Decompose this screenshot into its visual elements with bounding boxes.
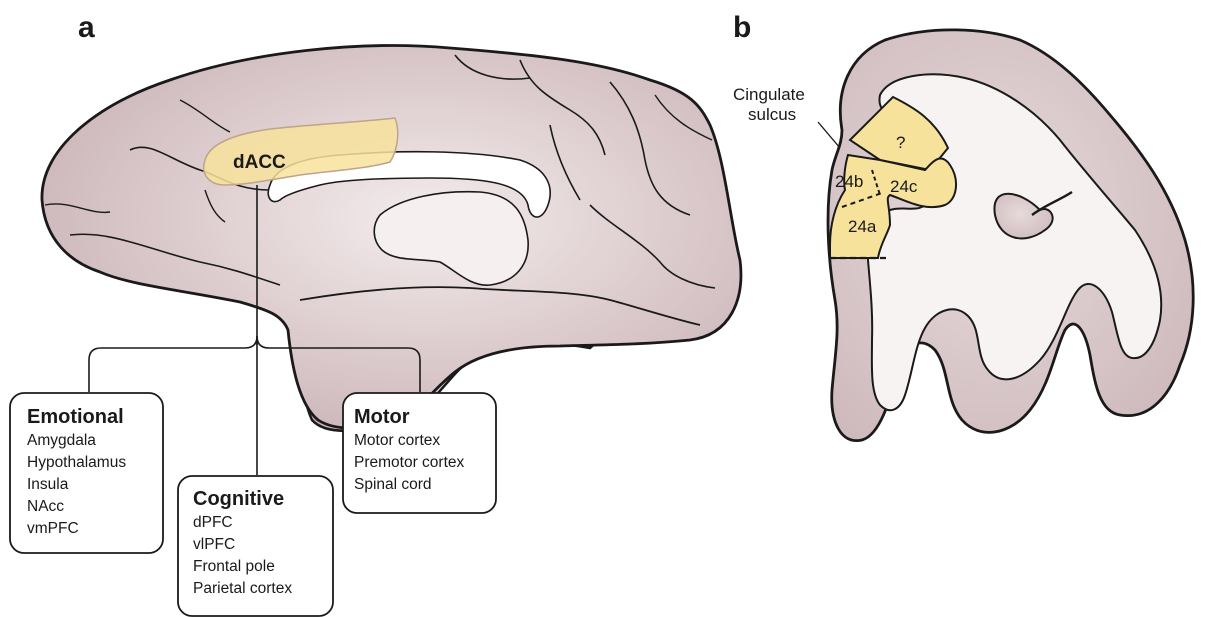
- motor-item: Motor cortex: [354, 432, 440, 449]
- area-label-unknown: ?: [896, 133, 905, 152]
- emotional-title: Emotional: [27, 406, 124, 428]
- cognitive-box: Cognitive dPFC vlPFC Frontal pole Pariet…: [178, 476, 333, 616]
- emotional-box: Emotional Amygdala Hypothalamus Insula N…: [10, 393, 163, 553]
- emotional-item: vmPFC: [27, 520, 79, 537]
- medial-brain-illustration: [42, 46, 741, 431]
- emotional-item: Hypothalamus: [27, 454, 126, 471]
- motor-title: Motor: [354, 406, 410, 428]
- panel-b-letter: b: [733, 11, 751, 44]
- area-label-24c: 24c: [890, 177, 918, 196]
- dacc-label: dACC: [233, 152, 286, 173]
- motor-item: Spinal cord: [354, 476, 432, 493]
- cognitive-item: Parietal cortex: [193, 580, 292, 597]
- area-label-24b: 24b: [835, 172, 863, 191]
- emotional-item: NAcc: [27, 498, 64, 515]
- cognitive-title: Cognitive: [193, 488, 284, 510]
- motor-item: Premotor cortex: [354, 454, 465, 471]
- cognitive-item: vlPFC: [193, 536, 235, 553]
- sulcus-label-line2: sulcus: [748, 105, 796, 124]
- emotional-item: Insula: [27, 476, 69, 493]
- sulcus-label-line1: Cingulate: [733, 85, 805, 104]
- cognitive-item: dPFC: [193, 514, 233, 531]
- emotional-item: Amygdala: [27, 432, 96, 449]
- area-label-24a: 24a: [848, 217, 877, 236]
- panel-a-letter: a: [78, 11, 95, 44]
- motor-box: Motor Motor cortex Premotor cortex Spina…: [343, 393, 496, 513]
- sulcus-annotation: Cingulate sulcus: [733, 85, 840, 148]
- cognitive-item: Frontal pole: [193, 558, 275, 575]
